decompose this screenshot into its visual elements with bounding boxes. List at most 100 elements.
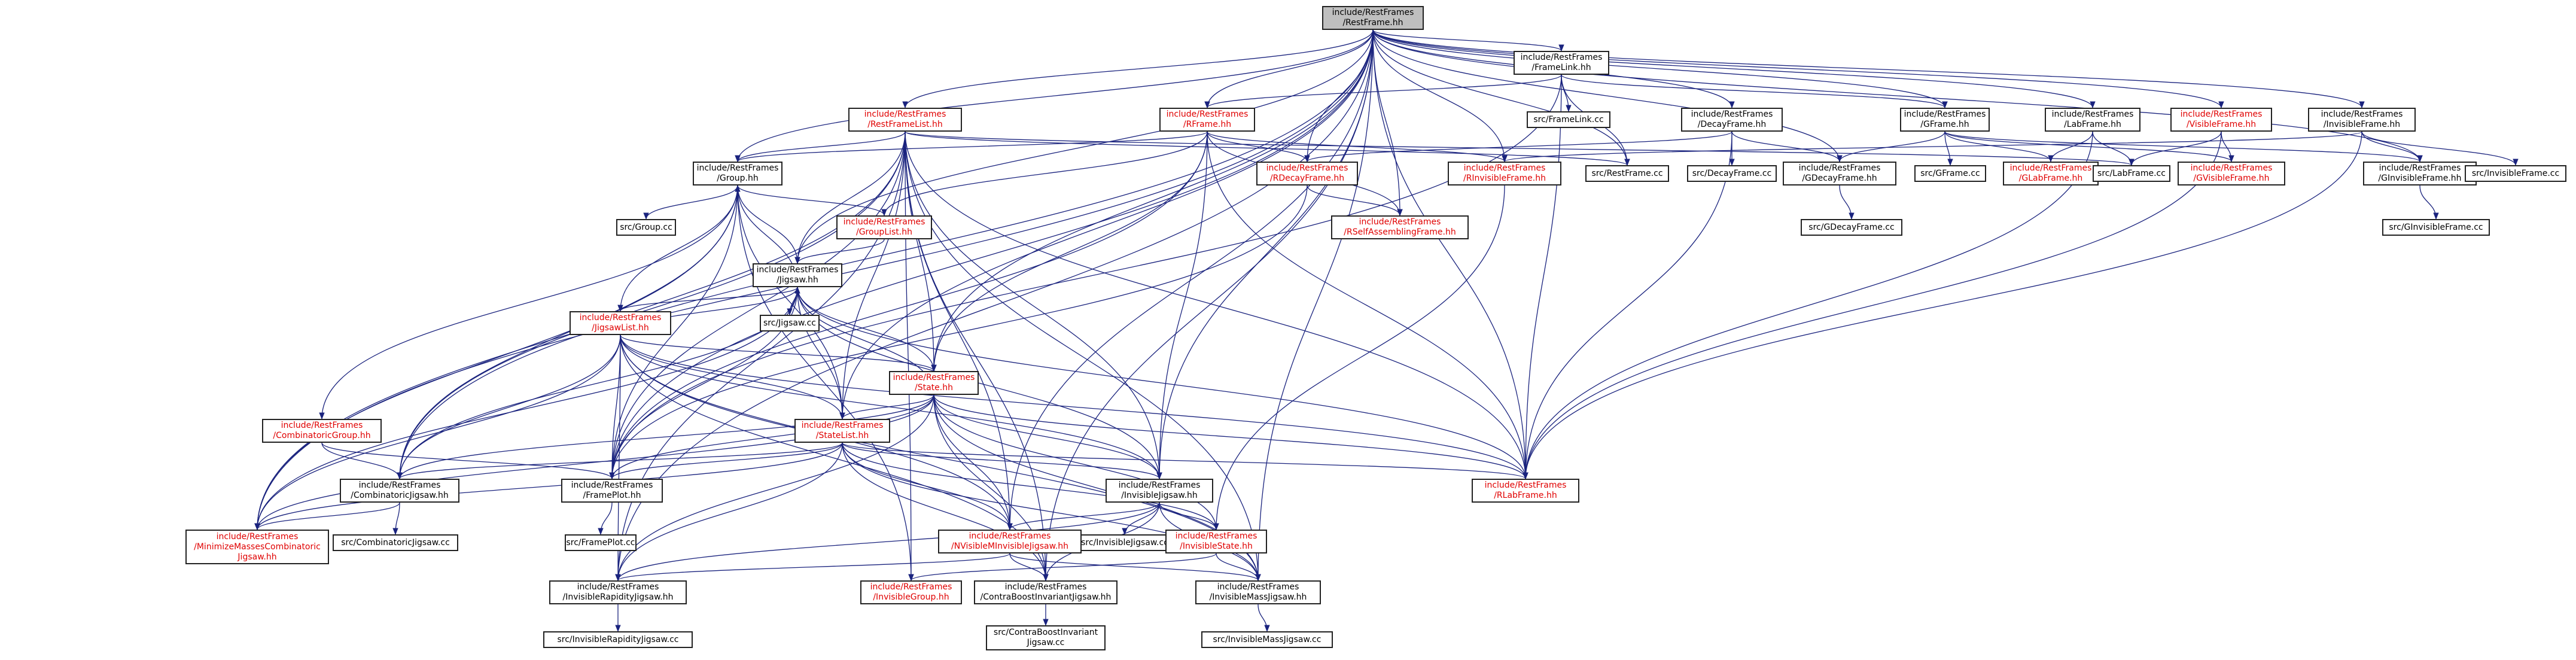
edge-group-to-groupcc — [643, 185, 738, 220]
graph-node-combinatoricgroup[interactable]: include/RestFrames /CombinatoricGroup.hh — [262, 419, 382, 443]
edge-rdecayframe-to-rselfassemblingframe — [1307, 185, 1403, 217]
graph-node-statelist[interactable]: include/RestFrames /StateList.hh — [794, 419, 890, 443]
edge-state-to-combinatoricjigsaw — [397, 394, 934, 480]
graph-node-rlabframe[interactable]: include/RestFrames /RLabFrame.hh — [1472, 479, 1579, 503]
graph-node-gdecayframecc[interactable]: src/GDecayFrame.cc — [1801, 219, 1902, 236]
graph-node-combinatoricjigsaw[interactable]: include/RestFrames /CombinatoricJigsaw.h… — [340, 479, 459, 503]
edge-state-to-invisiblejigsaw — [933, 394, 1162, 480]
graph-node-rdecayframe[interactable]: include/RestFrames /RDecayFrame.hh — [1256, 162, 1358, 185]
edge-invisibleframe-to-ginvisibleframe — [2361, 131, 2423, 163]
edge-restframelist-to-combinatoricjigsaw — [397, 131, 906, 480]
edge-jigsaw-to-state — [797, 287, 937, 372]
graph-node-framelinkcc[interactable]: src/FrameLink.cc — [1527, 111, 1610, 128]
graph-node-invisiblerapidity[interactable]: include/RestFrames /InvisibleRapidityJig… — [549, 580, 687, 604]
edge-restframe-to-rinvisibleframe — [1372, 29, 1508, 163]
edge-nvisible-to-contraboost — [1009, 553, 1049, 582]
graph-node-ginvisibleframecc[interactable]: src/GInvisibleFrame.cc — [2382, 219, 2490, 236]
graph-node-gframe[interactable]: include/RestFrames /GFrame.hh — [1900, 108, 1990, 132]
edge-statelist-to-invisiblemass — [842, 442, 1261, 582]
graph-node-contraboostcc[interactable]: src/ContraBoostInvariant Jigsaw.cc — [986, 625, 1106, 650]
graph-node-decayframe[interactable]: include/RestFrames /DecayFrame.hh — [1681, 108, 1783, 132]
edge-gframe-to-gdecayframe — [1837, 131, 1945, 163]
graph-node-framelink[interactable]: include/RestFrames /FrameLink.hh — [1514, 51, 1609, 75]
graph-node-invisiblerapiditycc[interactable]: src/InvisibleRapidityJigsaw.cc — [543, 631, 693, 648]
edge-invisiblejigsaw-to-invisiblestate — [1159, 502, 1219, 531]
graph-node-groupcc[interactable]: src/Group.cc — [616, 219, 676, 236]
graph-node-rinvisibleframe[interactable]: include/RestFrames /RInvisibleFrame.hh — [1448, 162, 1561, 185]
graph-node-decayframecc[interactable]: src/DecayFrame.cc — [1687, 165, 1777, 182]
edge-restframelist-to-group — [735, 131, 906, 163]
edge-restframe-to-visibleframe — [1372, 29, 2224, 109]
edge-rframe-to-rdecayframe — [1207, 131, 1310, 163]
graph-node-labframe[interactable]: include/RestFrames /LabFrame.hh — [2045, 108, 2140, 132]
graph-node-glabframe[interactable]: include/RestFrames /GLabFrame.hh — [2003, 162, 2099, 185]
graph-node-contraboost[interactable]: include/RestFrames /ContraBoostInvariant… — [974, 580, 1118, 604]
edge-decayframe-to-rlabframe — [1523, 131, 1732, 480]
graph-node-invisiblemasscc[interactable]: src/InvisibleMassJigsaw.cc — [1201, 631, 1333, 648]
edge-invisiblestate-to-invisiblegroup — [908, 553, 1217, 582]
graph-node-invisiblejigsaw[interactable]: include/RestFrames /InvisibleJigsaw.hh — [1106, 479, 1213, 503]
edge-jigsawlist-to-combinatoricjigsaw — [397, 334, 621, 480]
edge-gframe-to-ginvisibleframe — [1944, 131, 2423, 163]
graph-node-restframe[interactable]: include/RestFrames /RestFrame.hh — [1322, 6, 1424, 30]
graph-node-invisibleframe[interactable]: include/RestFrames /InvisibleFrame.hh — [2308, 108, 2416, 132]
graph-node-rselfassemblingframe[interactable]: include/RestFrames /RSelfAssemblingFrame… — [1331, 215, 1469, 239]
edge-nvisible-to-invisiblerapidity — [615, 553, 1010, 582]
edge-labframe-to-rlabframe — [1523, 131, 2093, 480]
graph-node-visibleframe[interactable]: include/RestFrames /VisibleFrame.hh — [2170, 108, 2272, 132]
edge-framelink-to-rframe — [1204, 74, 1562, 109]
edge-invisiblestate-to-invisiblemass — [1216, 553, 1261, 582]
graph-node-invisiblejigsawcc[interactable]: src/InvisibleJigsaw.cc — [1071, 534, 1179, 551]
graph-node-invisiblegroup[interactable]: include/RestFrames /InvisibleGroup.hh — [860, 580, 962, 604]
graph-node-gframecc[interactable]: src/GFrame.cc — [1914, 165, 1986, 182]
graph-node-invisiblestate[interactable]: include/RestFrames /InvisibleState.hh — [1165, 530, 1267, 553]
edge-group-to-invisiblegroup — [737, 185, 914, 582]
graph-node-grouplist[interactable]: include/RestFrames /GroupList.hh — [836, 215, 932, 239]
graph-node-state[interactable]: include/RestFrames /State.hh — [889, 371, 979, 395]
edge-rframe-to-rinvisibleframe — [1207, 131, 1508, 163]
edge-jigsaw-to-minimizemasses — [254, 287, 798, 531]
graph-node-gvisibleframe[interactable]: include/RestFrames /GVisibleFrame.hh — [2178, 162, 2285, 185]
edge-statelist-to-invisiblerapidity — [615, 442, 843, 582]
edge-jigsaw-to-jigsawlist — [617, 287, 798, 312]
edge-restframe-to-gdecayframe — [1372, 29, 1843, 163]
edge-statelist-to-nvisible — [842, 442, 1013, 531]
graph-node-invisibleframecc[interactable]: src/InvisibleFrame.cc — [2465, 165, 2566, 182]
edge-combinatoricgroup-to-combinatoricjigsaw — [321, 442, 403, 480]
edge-rframe-to-rlabframe — [1207, 131, 1528, 480]
graph-node-ginvisibleframe[interactable]: include/RestFrames /GInvisibleFrame.hh — [2363, 162, 2477, 185]
graph-node-restframelist[interactable]: include/RestFrames /RestFrameList.hh — [848, 108, 962, 132]
graph-node-gdecayframe[interactable]: include/RestFrames /GDecayFrame.hh — [1783, 162, 1896, 185]
graph-node-jigsawcc[interactable]: src/Jigsaw.cc — [760, 315, 820, 331]
edge-restframelist-to-invisiblejigsaw — [905, 131, 1162, 480]
graph-node-jigsawlist[interactable]: include/RestFrames /JigsawList.hh — [570, 311, 671, 335]
edge-restframelist-to-invisiblegroup — [905, 131, 914, 582]
graph-node-minimizemasses[interactable]: include/RestFrames /MinimizeMassesCombin… — [185, 530, 329, 564]
edge-state-to-nvisible — [933, 394, 1013, 531]
edge-statelist-to-contraboost — [842, 442, 1049, 582]
edge-jigsawlist-to-minimizemasses — [254, 334, 621, 531]
edge-jigsawlist-to-state — [620, 334, 937, 372]
graph-node-jigsaw[interactable]: include/RestFrames /Jigsaw.hh — [753, 263, 842, 287]
edge-visibleframe-to-labframecc — [2129, 131, 2222, 166]
graph-node-nvisible[interactable]: include/RestFrames /NVisibleMInvisibleJi… — [938, 530, 1082, 553]
edge-framelink-to-rlabframe — [1523, 74, 1562, 480]
graph-node-labframecc[interactable]: src/LabFrame.cc — [2093, 165, 2170, 182]
edge-decayframe-to-rdecayframe — [1304, 131, 1732, 163]
edge-invisibleframe-to-invisibleframecc — [2361, 131, 2519, 166]
edge-jigsawlist-to-rlabframe — [620, 334, 1528, 480]
edge-group-to-combinatoricgroup — [319, 185, 738, 420]
graph-node-frameplot[interactable]: include/RestFrames /FramePlot.hh — [561, 479, 663, 503]
graph-node-group[interactable]: include/RestFrames /Group.hh — [693, 162, 782, 185]
graph-node-invisiblemass[interactable]: include/RestFrames /InvisibleMassJigsaw.… — [1195, 580, 1321, 604]
graph-node-restframecc[interactable]: src/RestFrame.cc — [1585, 165, 1669, 182]
graph-node-frameplotcc[interactable]: src/FramePlot.cc — [565, 534, 637, 551]
edge-rinvisibleframe-to-invisiblestate — [1213, 185, 1505, 531]
edge-rframe-to-grouplist — [881, 131, 1208, 217]
edge-state-to-invisiblestate — [933, 394, 1219, 531]
edge-invisiblejigsaw-to-nvisible — [1007, 502, 1160, 531]
graph-node-combinatoricjigsawcc[interactable]: src/CombinatoricJigsaw.cc — [333, 534, 458, 551]
graph-node-rframe[interactable]: include/RestFrames /RFrame.hh — [1159, 108, 1255, 132]
edge-restframelist-to-rlabframe — [905, 131, 1528, 480]
